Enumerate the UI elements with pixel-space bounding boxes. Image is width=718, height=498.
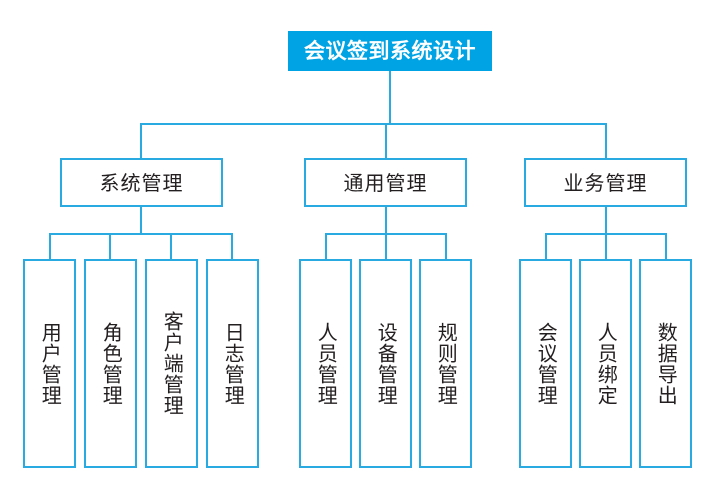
node-leaf-label: 人员绑定 <box>594 321 619 406</box>
connector-branch-1-stem <box>140 207 142 233</box>
connector-branch-1-bus <box>49 233 233 235</box>
node-leaf-label: 角色管理 <box>99 321 124 406</box>
node-leaf-label: 日志管理 <box>221 321 246 406</box>
connector-drop-b1-leaf-2 <box>109 233 111 259</box>
node-leaf-personnel-management[interactable]: 人员管理 <box>299 259 352 468</box>
connector-drop-b2-leaf-3 <box>445 233 447 259</box>
node-leaf-client-management[interactable]: 客户端管理 <box>145 259 198 468</box>
connector-branch-3-stem <box>605 207 607 233</box>
node-leaf-log-management[interactable]: 日志管理 <box>206 259 259 468</box>
connector-level2-bus <box>140 123 607 125</box>
connector-root-stem <box>389 71 391 123</box>
node-leaf-meeting-management[interactable]: 会议管理 <box>519 259 572 468</box>
node-leaf-label: 会议管理 <box>534 321 559 406</box>
node-leaf-label: 数据导出 <box>654 321 679 406</box>
connector-drop-b2-leaf-2 <box>385 233 387 259</box>
node-leaf-role-management[interactable]: 角色管理 <box>84 259 137 468</box>
node-branch-3[interactable]: 业务管理 <box>524 158 687 207</box>
node-leaf-label: 设备管理 <box>374 321 399 406</box>
connector-drop-b3-leaf-2 <box>605 233 607 259</box>
node-leaf-label: 客户端管理 <box>160 311 185 416</box>
connector-drop-b1-leaf-4 <box>231 233 233 259</box>
node-leaf-label: 用户管理 <box>38 321 63 406</box>
node-leaf-rule-management[interactable]: 规则管理 <box>419 259 472 468</box>
connector-drop-b3-leaf-1 <box>545 233 547 259</box>
connector-drop-b3-leaf-3 <box>665 233 667 259</box>
node-leaf-device-management[interactable]: 设备管理 <box>359 259 412 468</box>
connector-drop-b1-leaf-3 <box>170 233 172 259</box>
connector-branch-2-stem <box>385 207 387 233</box>
node-root[interactable]: 会议签到系统设计 <box>288 31 492 71</box>
node-branch-2[interactable]: 通用管理 <box>304 158 467 207</box>
node-leaf-user-management[interactable]: 用户管理 <box>23 259 76 468</box>
connector-drop-b2-leaf-1 <box>325 233 327 259</box>
connector-drop-branch-1 <box>140 123 142 158</box>
node-branch-1[interactable]: 系统管理 <box>60 158 223 207</box>
connector-drop-branch-3 <box>605 123 607 158</box>
node-leaf-data-export[interactable]: 数据导出 <box>639 259 692 468</box>
node-leaf-label: 人员管理 <box>314 321 339 406</box>
connector-drop-branch-2 <box>385 123 387 158</box>
node-leaf-label: 规则管理 <box>434 321 459 406</box>
node-leaf-personnel-binding[interactable]: 人员绑定 <box>579 259 632 468</box>
connector-drop-b1-leaf-1 <box>49 233 51 259</box>
